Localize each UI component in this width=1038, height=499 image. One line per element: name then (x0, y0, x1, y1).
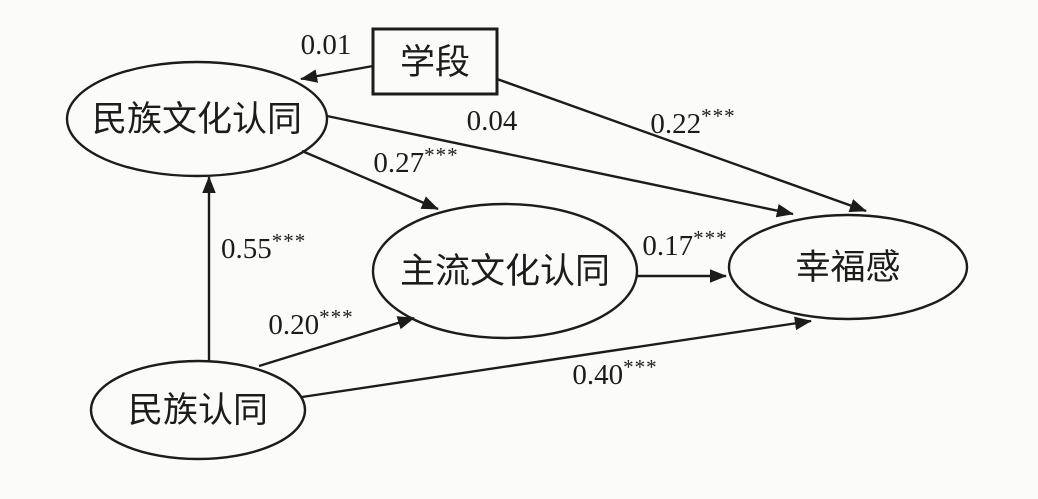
significance-stars: *** (693, 226, 728, 250)
wellbeing-label: 幸福感 (795, 248, 900, 287)
mainstream-cultural-identity-ellipse (371, 202, 639, 340)
edge-coefficient: 0.22*** (650, 104, 735, 140)
edge-arrow (300, 64, 374, 83)
edge-ethnic-identity-to-mainstream-cultural-identity: 0.20*** (258, 305, 415, 368)
edge-coefficient: 0.01 (301, 29, 352, 61)
edge-school-stage-to-wellbeing: 0.22*** (496, 77, 867, 213)
coefficient-value: 0.17 (642, 230, 693, 262)
coefficient-value: 0.01 (301, 29, 352, 61)
coefficient-value: 0.20 (268, 309, 319, 341)
coefficient-value: 0.27 (373, 147, 424, 179)
significance-stars: *** (272, 229, 307, 253)
node-wellbeing: 幸福感 (727, 213, 969, 321)
significance-stars: *** (319, 305, 354, 329)
edge-ethnic-identity-to-wellbeing: 0.40*** (301, 316, 812, 399)
wellbeing-ellipse (727, 213, 969, 321)
significance-stars: *** (623, 355, 658, 379)
edge-coefficient: 0.17*** (642, 226, 727, 262)
coefficient-value: 0.04 (467, 105, 518, 137)
node-ethnic-identity: 民族认同 (89, 359, 307, 461)
node-school-stage: 学段 (371, 27, 499, 96)
coefficient-value: 0.22 (650, 108, 701, 140)
ethnic-identity-ellipse (89, 359, 307, 461)
edge-arrow (258, 316, 415, 368)
edge-ethnic-cultural-identity-to-mainstream-cultural-identity: 0.27*** (301, 143, 458, 211)
edge-coefficient: 0.04 (467, 105, 518, 137)
ethnic-cultural-identity-label: 民族文化认同 (92, 100, 302, 139)
edge-arrow (301, 316, 812, 399)
edge-arrow (301, 149, 439, 211)
node-mainstream-cultural-identity: 主流文化认同 (371, 202, 639, 340)
school-stage-box (371, 27, 499, 96)
edge-coefficient: 0.40*** (572, 355, 657, 391)
significance-stars: *** (424, 143, 459, 167)
ethnic-identity-label: 民族认同 (128, 391, 268, 430)
edge-coefficient: 0.55*** (221, 229, 306, 265)
ethnic-cultural-identity-ellipse (65, 60, 329, 178)
edge-coefficient: 0.27*** (373, 143, 458, 179)
edge-arrow (326, 114, 794, 218)
coefficient-value: 0.55 (221, 233, 272, 265)
edge-school-stage-to-ethnic-cultural-identity: 0.01 (300, 29, 374, 83)
node-ethnic-cultural-identity: 民族文化认同 (65, 60, 329, 178)
edge-ethnic-cultural-identity-to-wellbeing: 0.04 (326, 105, 794, 218)
edge-mainstream-cultural-identity-to-wellbeing: 0.17*** (637, 226, 727, 283)
edge-coefficient: 0.20*** (268, 305, 353, 341)
edge-arrow (496, 77, 867, 213)
coefficient-value: 0.40 (572, 359, 623, 391)
mainstream-cultural-identity-label: 主流文化认同 (400, 252, 610, 291)
significance-stars: *** (701, 104, 736, 128)
edge-ethnic-identity-to-ethnic-cultural-identity: 0.55*** (202, 176, 306, 362)
school-stage-label: 学段 (400, 43, 470, 82)
